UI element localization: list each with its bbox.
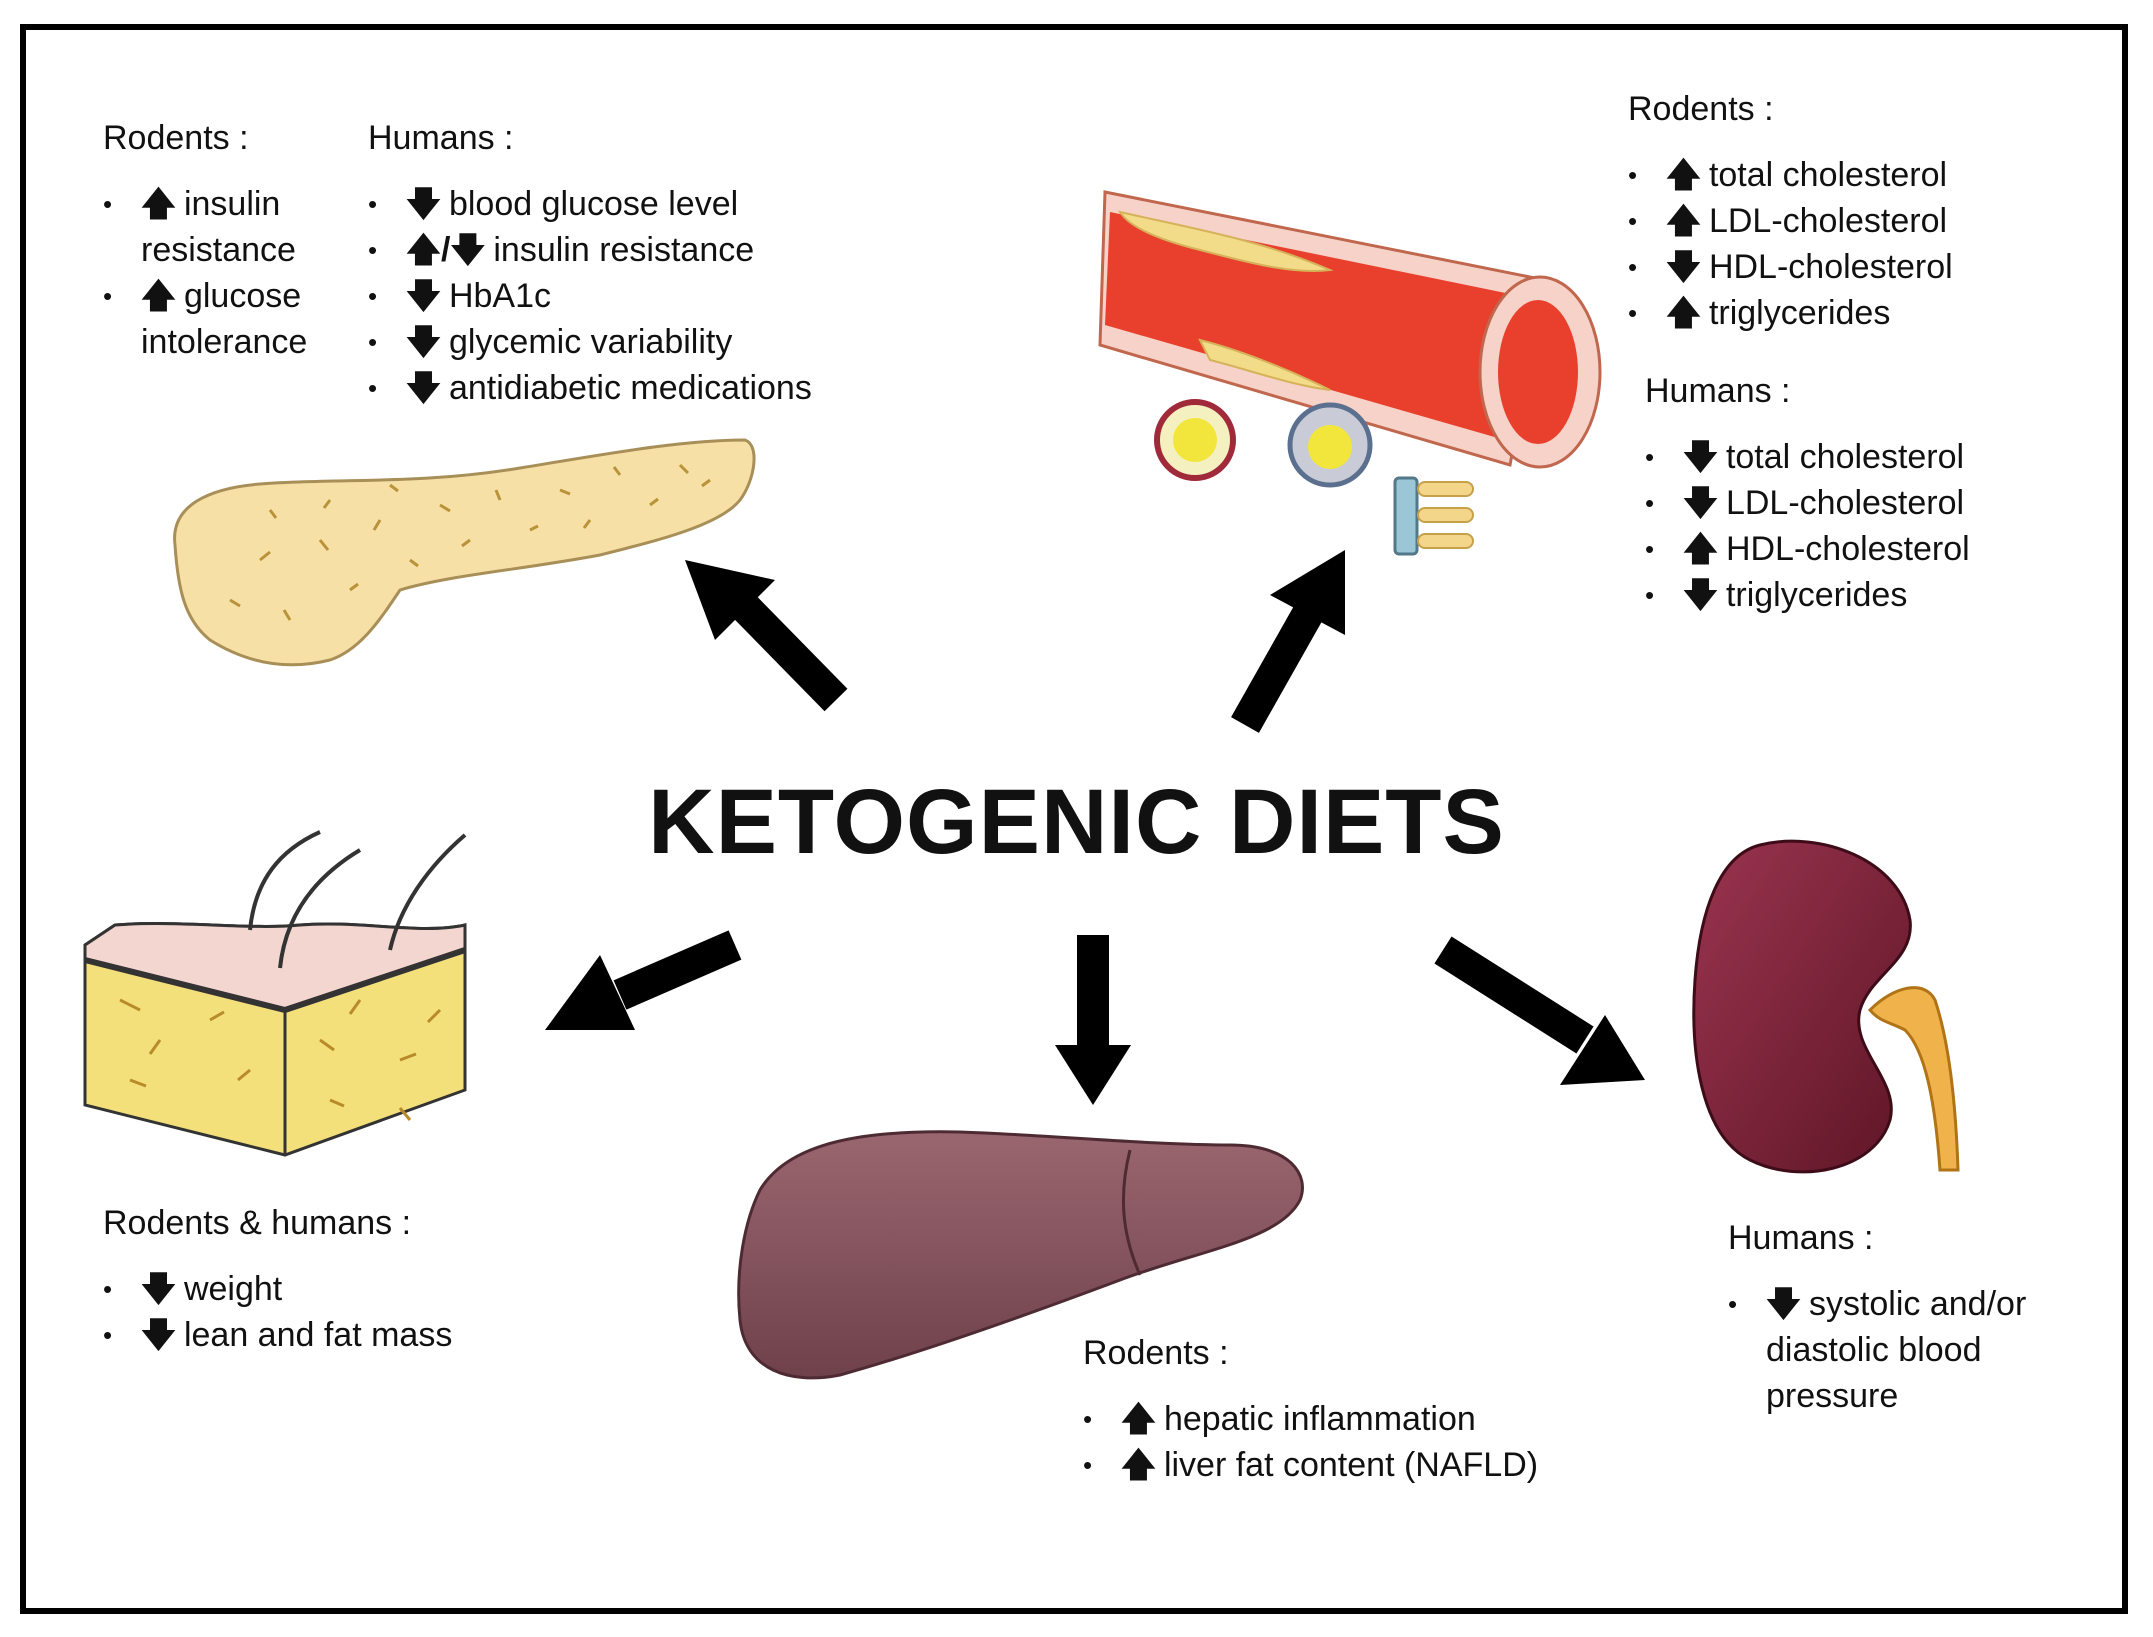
list-item: 🡇HDL-cholesterol [1628, 244, 1988, 290]
vessel-humans-block: Humans : 🡇total cholesterol 🡇LDL-cholest… [1645, 368, 2005, 618]
arrow-up-down-icon: 🡅/🡇 [406, 231, 486, 269]
list-item: 🡇triglycerides [1645, 572, 2005, 618]
pancreas-humans-block: Humans : 🡇blood glucose level 🡅/🡇insulin… [368, 115, 888, 411]
adipose-block: Rodents & humans : 🡇weight 🡇lean and fat… [103, 1200, 523, 1358]
vessel-humans-header: Humans : [1645, 372, 1791, 410]
list-item: 🡇glycemic variability [368, 319, 888, 365]
list-item: 🡅LDL-cholesterol [1628, 198, 1988, 244]
arrow-up-icon: 🡅 [1121, 1400, 1156, 1438]
list-item: 🡅HDL-cholesterol [1645, 526, 2005, 572]
list-item: 🡅hepatic inflammation [1083, 1396, 1603, 1442]
list-item-text: glucose intolerance [141, 277, 308, 361]
arrow-up-icon: 🡅 [1666, 202, 1701, 240]
list-item-text: LDL-cholesterol [1708, 202, 1948, 240]
list-item: 🡅liver fat content (NAFLD) [1083, 1442, 1603, 1488]
list-item-text: hepatic inflammation [1163, 1400, 1476, 1438]
list-item: 🡅/🡇insulin resistance [368, 227, 888, 273]
list-item-text: HDL-cholesterol [1725, 530, 1970, 568]
arrow-to-pancreas [685, 560, 848, 712]
list-item: 🡇HbA1c [368, 273, 888, 319]
arrow-up-icon: 🡅 [1121, 1446, 1156, 1484]
arrow-down-icon: 🡇 [1766, 1285, 1801, 1323]
list-item: 🡇antidiabetic medications [368, 365, 888, 411]
list-item: 🡇lean and fat mass [103, 1312, 523, 1358]
list-item-text: triglycerides [1725, 576, 1908, 614]
list-item-text: blood glucose level [448, 185, 739, 223]
adipose-tissue-illustration [83, 830, 467, 1157]
kidney-block: Humans : 🡇systolic and/or diastolic bloo… [1728, 1215, 2068, 1419]
vessel-humans-list: 🡇total cholesterol 🡇LDL-cholesterol 🡅HDL… [1645, 434, 2005, 618]
list-item-text: HbA1c [448, 277, 552, 315]
list-item-text: triglycerides [1708, 294, 1891, 332]
kidney-illustration [1692, 839, 1960, 1174]
diagram-title: KETOGENIC DIETS [648, 771, 1505, 873]
arrow-up-icon: 🡅 [1666, 156, 1701, 194]
liver-illustration [737, 1130, 1304, 1380]
list-item-text: lean and fat mass [183, 1316, 453, 1354]
list-item-text: weight [183, 1270, 283, 1308]
arrow-to-adipose [545, 930, 742, 1030]
arrow-up-icon: 🡅 [141, 277, 176, 315]
adipose-header: Rodents & humans : [103, 1204, 412, 1242]
list-item-text: liver fat content (NAFLD) [1163, 1446, 1539, 1484]
list-item: 🡅glucose intolerance [103, 273, 333, 365]
list-item-text: antidiabetic medications [448, 369, 812, 407]
figure-border [20, 24, 2128, 1614]
list-item-text: systolic and/or diastolic blood pressure [1766, 1285, 2027, 1415]
arrow-up-icon: 🡅 [141, 185, 176, 223]
list-item-text: LDL-cholesterol [1725, 484, 1965, 522]
kidney-list: 🡇systolic and/or diastolic blood pressur… [1728, 1281, 2068, 1419]
arrow-to-vessel [1231, 550, 1345, 733]
vessel-rodents-list: 🡅total cholesterol 🡅LDL-cholesterol 🡇HDL… [1628, 152, 1988, 336]
list-item-text: total cholesterol [1725, 438, 1965, 476]
arrow-down-icon: 🡇 [406, 185, 441, 223]
arrow-up-icon: 🡅 [1683, 530, 1718, 568]
pancreas-rodents-list: 🡅insulin resistance 🡅glucose intolerance [103, 181, 333, 365]
blood-vessel-illustration [1098, 190, 1602, 556]
pancreas-humans-list: 🡇blood glucose level 🡅/🡇insulin resistan… [368, 181, 888, 411]
list-item: 🡇systolic and/or diastolic blood pressur… [1728, 1281, 2068, 1419]
list-item-text: total cholesterol [1708, 156, 1948, 194]
liver-header: Rodents : [1083, 1334, 1229, 1372]
arrow-up-icon: 🡅 [1666, 294, 1701, 332]
adipose-list: 🡇weight 🡇lean and fat mass [103, 1266, 523, 1358]
arrow-down-icon: 🡇 [141, 1270, 176, 1308]
list-item: 🡇LDL-cholesterol [1645, 480, 2005, 526]
list-item: 🡇blood glucose level [368, 181, 888, 227]
arrow-down-icon: 🡇 [406, 369, 441, 407]
arrow-down-icon: 🡇 [1683, 438, 1718, 476]
list-item: 🡇total cholesterol [1645, 434, 2005, 480]
vessel-rodents-block: Rodents : 🡅total cholesterol 🡅LDL-choles… [1628, 86, 1988, 336]
liver-block: Rodents : 🡅hepatic inflammation 🡅liver f… [1083, 1330, 1603, 1488]
arrow-down-icon: 🡇 [406, 277, 441, 315]
list-item-text: glycemic variability [448, 323, 733, 361]
arrow-down-icon: 🡇 [141, 1316, 176, 1354]
list-item-text: insulin resistance [493, 231, 755, 269]
list-item-text: HDL-cholesterol [1708, 248, 1953, 286]
liver-list: 🡅hepatic inflammation 🡅liver fat content… [1083, 1396, 1603, 1488]
arrow-down-icon: 🡇 [1683, 484, 1718, 522]
pancreas-illustration [173, 438, 756, 667]
pancreas-rodents-block: Rodents : 🡅insulin resistance 🡅glucose i… [103, 115, 333, 365]
vessel-rodents-header: Rodents : [1628, 90, 1774, 128]
arrow-to-kidney [1434, 936, 1645, 1085]
list-item: 🡇weight [103, 1266, 523, 1312]
arrow-down-icon: 🡇 [406, 323, 441, 361]
kidney-header: Humans : [1728, 1219, 1874, 1257]
list-item: 🡅insulin resistance [103, 181, 333, 273]
pancreas-humans-header: Humans : [368, 119, 514, 157]
list-item-text: insulin resistance [141, 185, 296, 269]
list-item: 🡅total cholesterol [1628, 152, 1988, 198]
pancreas-rodents-header: Rodents : [103, 119, 249, 157]
arrow-down-icon: 🡇 [1683, 576, 1718, 614]
list-item: 🡅triglycerides [1628, 290, 1988, 336]
arrow-down-icon: 🡇 [1666, 248, 1701, 286]
arrow-to-liver [1055, 935, 1131, 1105]
